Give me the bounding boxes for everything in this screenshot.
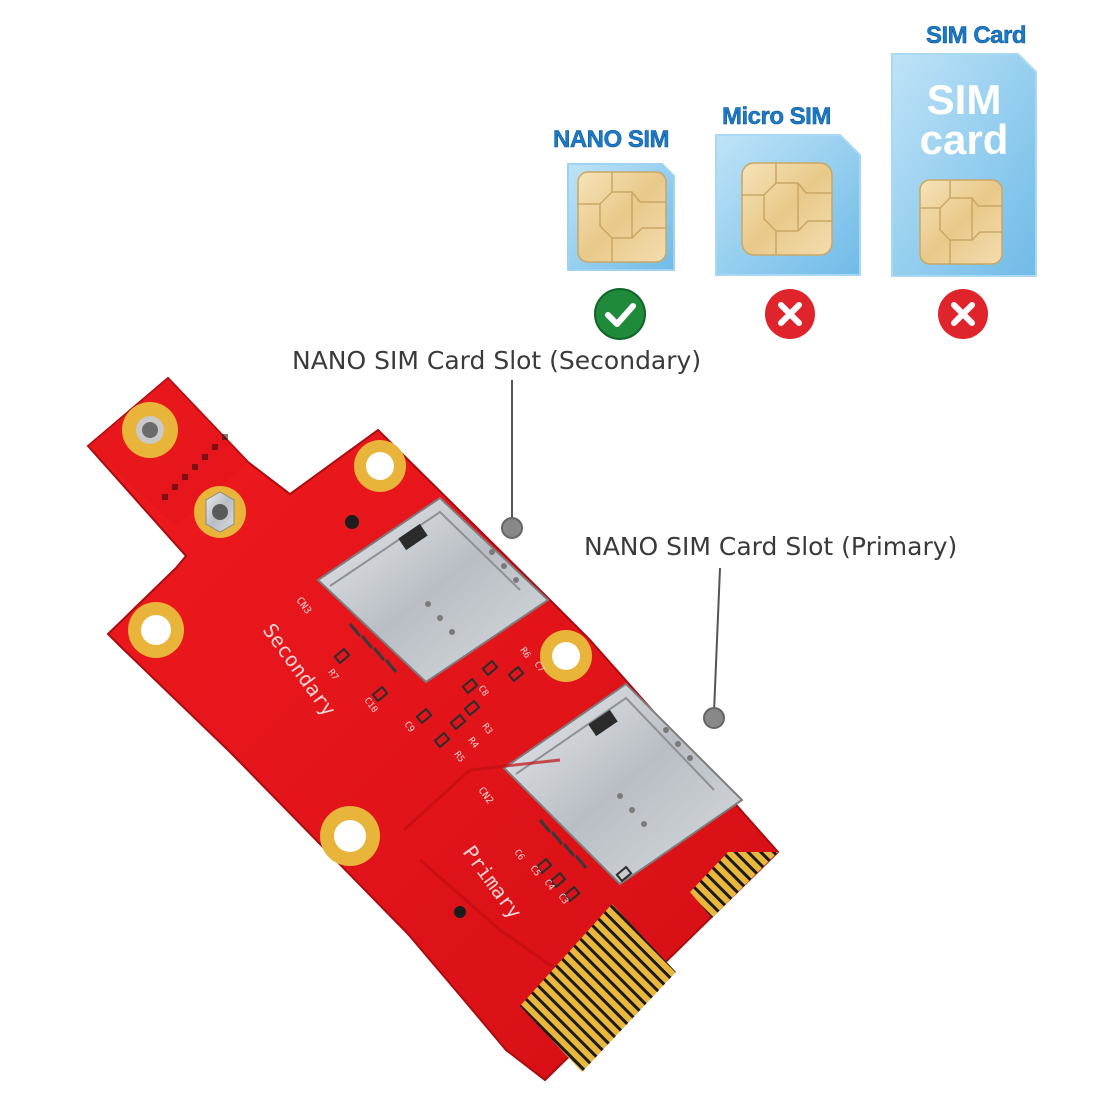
x-icon xyxy=(764,288,816,340)
secondary-callout-leader xyxy=(501,380,523,539)
mounting-hole xyxy=(128,602,184,658)
mounting-hole xyxy=(122,402,178,458)
micro-sim-illustration xyxy=(715,134,861,276)
sim-card-title: SIM Card xyxy=(926,22,1027,50)
sim-card-text-line2: card xyxy=(919,116,1009,163)
mounting-hole xyxy=(354,440,406,492)
secondary-sim-slot xyxy=(316,496,550,684)
nano-sim-title: NANO SIM xyxy=(553,126,670,154)
check-icon xyxy=(594,288,646,340)
micro-sim-title: Micro SIM xyxy=(722,103,832,131)
mounting-hole xyxy=(320,806,380,866)
edge-connector-short xyxy=(690,852,778,918)
mounting-hole xyxy=(194,486,246,538)
x-icon xyxy=(937,288,989,340)
sim-card-text-line1: SIM xyxy=(926,76,1002,123)
primary-slot-callout: NANO SIM Card Slot (Primary) xyxy=(584,532,958,561)
primary-sim-slot xyxy=(502,682,744,886)
primary-callout-leader xyxy=(703,567,725,729)
nano-sim-card xyxy=(566,162,676,274)
micro-sim-card xyxy=(714,133,862,277)
sim-card-card: SIM card xyxy=(890,52,1038,278)
edge-connector-long xyxy=(520,904,676,1072)
pcb-outline xyxy=(86,376,780,1082)
sim-card-illustration xyxy=(891,53,1037,277)
mounting-hole xyxy=(540,630,592,682)
secondary-slot-callout: NANO SIM Card Slot (Secondary) xyxy=(292,346,702,375)
nano-sim-illustration xyxy=(567,163,675,271)
